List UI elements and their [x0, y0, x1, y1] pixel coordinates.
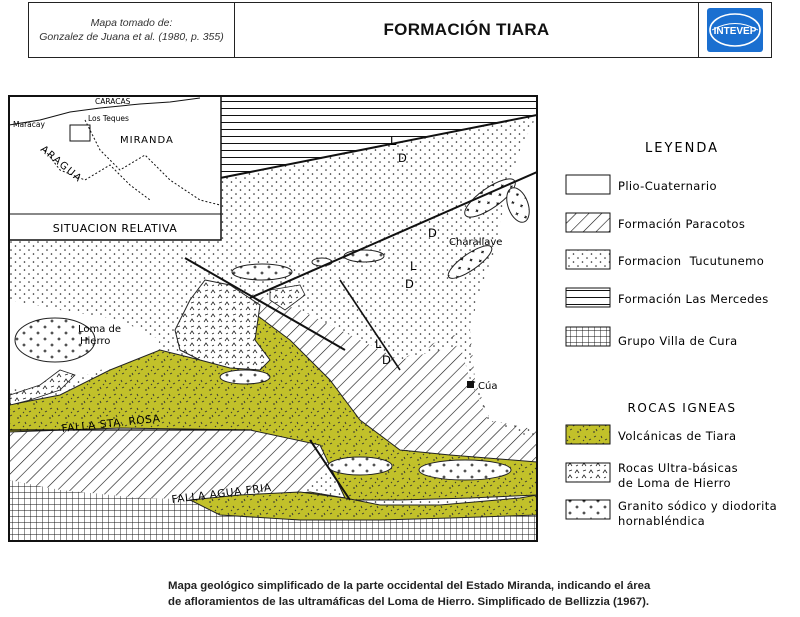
- legend-swatch-paracotos: [565, 212, 611, 233]
- label-cua: Cúa: [478, 380, 497, 392]
- inset-study-area: [69, 124, 91, 142]
- legend-label-granite-1: Granito sódico y diodorita: [618, 499, 777, 513]
- caption-line-2: de afloramientos de las ultramáficas del…: [168, 596, 650, 608]
- svg-text:L: L: [410, 259, 417, 273]
- map-caption: Mapa geológico simplificado de la parte …: [168, 578, 788, 610]
- las-mercedes-zone: [220, 96, 537, 178]
- legend-swatch-granite: [565, 499, 611, 520]
- legend-label-tucutunemo: Formacion Tucutunemo: [618, 254, 764, 268]
- label-charallave: Charallave: [449, 237, 502, 248]
- legend-swatch-villa-de-cura: [565, 326, 611, 347]
- svg-text:D: D: [428, 226, 437, 240]
- page-title: FORMACIÓN TIARA: [235, 3, 699, 57]
- legend-label-las-mercedes: Formación Las Mercedes: [618, 292, 769, 306]
- legend-swatch-ultrabasic: [565, 462, 611, 483]
- inset-los-teques: Los Teques: [88, 114, 129, 123]
- map-frame: [8, 95, 538, 542]
- legend-label-ultrabasic-2: de Loma de Hierro: [618, 476, 731, 490]
- legend-label-granite-2: hornabléndica: [618, 514, 705, 528]
- map-source-citation: Mapa tomado de: Gonzalez de Juana et al.…: [29, 3, 235, 57]
- legend-swatch-tucutunemo: [565, 249, 611, 270]
- legend-label-ultrabasic-1: Rocas Ultra-básicas: [618, 461, 738, 475]
- inset-miranda: MIRANDA: [120, 135, 174, 146]
- inset-map: [9, 96, 222, 241]
- legend-swatch-tiara: [565, 424, 611, 445]
- legend: LEYENDA Plio-Cuaternario Formación Parac…: [565, 141, 777, 528]
- legend-title: LEYENDA: [645, 141, 719, 156]
- legend-label-villa-de-cura: Grupo Villa de Cura: [618, 334, 738, 348]
- label-loma-2: Hierro: [80, 336, 110, 347]
- legend-label-plio: Plio-Cuaternario: [618, 179, 717, 193]
- map-area: L D D L D L D Charallave Cúa Loma de Hie…: [9, 96, 537, 541]
- paracotos-south: [9, 428, 330, 500]
- legend-swatch-plio: [565, 174, 611, 195]
- granite-lens: [231, 263, 293, 281]
- fault-marker-d: D: [398, 151, 407, 165]
- logo-text: INTEVEP: [714, 26, 757, 37]
- fault-marker-l: L: [390, 134, 397, 148]
- geological-map: L D D L D L D Charallave Cúa Loma de Hie…: [8, 95, 777, 542]
- source-line-1: Mapa tomado de:: [90, 17, 173, 29]
- intevep-logo: INTEVEP: [699, 3, 771, 57]
- svg-text:D: D: [405, 277, 414, 291]
- label-loma-1: Loma de: [78, 324, 121, 335]
- cua-town-marker: [467, 381, 474, 388]
- legend-label-paracotos: Formación Paracotos: [618, 217, 745, 231]
- caption-line-1: Mapa geológico simplificado de la parte …: [168, 580, 651, 592]
- map-header: Mapa tomado de: Gonzalez de Juana et al.…: [28, 2, 772, 58]
- paracotos-east: [240, 290, 537, 470]
- source-line-2: Gonzalez de Juana et al. (1980, p. 355): [39, 31, 224, 43]
- fault-line-central: [249, 171, 537, 299]
- legend-label-tiara: Volcánicas de Tiara: [618, 429, 736, 443]
- inset-maracay: Maracay: [13, 120, 45, 129]
- fault-line-north: [219, 114, 537, 179]
- inset-caracas: CARACAS: [95, 97, 131, 106]
- inset-title: SITUACION RELATIVA: [53, 222, 178, 235]
- intevep-logo-icon: INTEVEP: [707, 8, 763, 52]
- loma-de-hierro-ultrabasic: [174, 279, 271, 371]
- legend-igneous-title: ROCAS IGNEAS: [627, 401, 736, 415]
- svg-text:D: D: [382, 353, 391, 367]
- svg-text:L: L: [375, 337, 382, 351]
- legend-swatch-las-mercedes: [565, 287, 611, 308]
